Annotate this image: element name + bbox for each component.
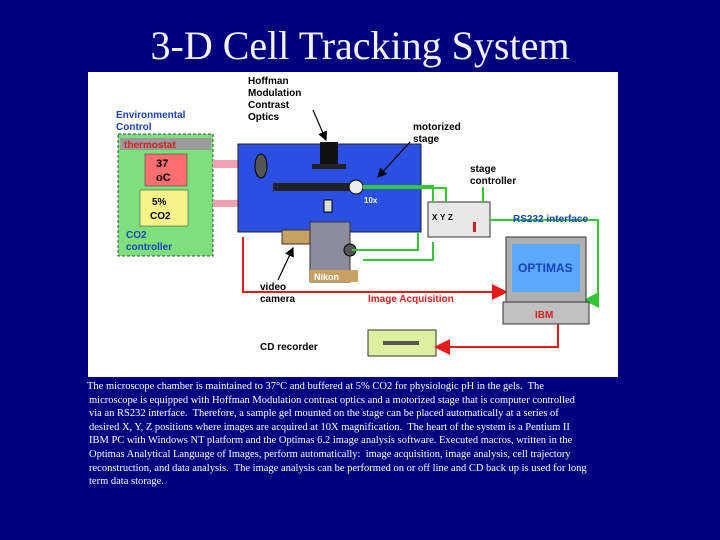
hoffman-label-3: Contrast [248,100,290,111]
cd-slot [383,341,419,345]
stage-controller-label-1: stage [470,164,497,175]
image-acquisition-line [242,237,508,300]
video-camera-label-1: video [260,282,286,293]
xyz-z: Z [448,213,453,222]
caption-line: microscope is equipped with Hoffman Modu… [89,394,575,406]
temperature-box [144,153,188,187]
caption-line: IBM PC with Windows NT platform and the … [89,435,573,447]
caption-line: via an RS232 interface. Therefore, a sam… [89,408,559,420]
hoffman-optic [320,142,338,164]
temperature-unit: oC [156,172,171,184]
rs232-line [490,219,599,308]
objective-lens [348,179,364,195]
stage-line-1 [363,185,434,202]
motorized-stage-arrow [377,141,411,178]
objective-label: 10x [364,196,378,205]
ibm-label: IBM [535,310,553,321]
system-diagram: thermostat 37 oC 5% CO2 CO2 controller E… [88,72,618,377]
pc-screen [512,244,580,292]
cd-line [434,324,559,355]
hoffman-label-4: Optics [248,112,280,123]
stage-controller-slot [473,222,476,232]
optimas-label: OPTIMAS [518,261,573,275]
heater-coil [254,153,268,179]
nikon-base [310,270,358,282]
environmental-label-2: Control [116,122,152,133]
video-camera-label-2: camera [260,294,295,305]
stage-bar [273,183,353,191]
co2-controller-label-1: CO2 [126,230,147,241]
co2-value: CO2 [150,211,171,222]
environmental-label-1: Environmental [116,110,186,121]
hoffman-arrow [312,109,328,142]
hoffman-label-2: Modulation [248,88,301,99]
xyz-y: Y [440,213,446,222]
rs232-label: RS232 interface [513,214,588,225]
motorized-stage-label-1: motorized [413,122,461,133]
slide-title: 3-D Cell Tracking System [150,23,570,68]
optic-base [312,164,346,169]
caption-line: desired X, Y, Z positions where images a… [89,421,570,433]
xyz-x: X [432,213,438,222]
cd-recorder-label: CD recorder [260,342,318,353]
caption: The microscope chamber is maintained to … [87,380,677,489]
hoffman-label-1: Hoffman [248,76,289,87]
video-camera-arrow [277,246,294,281]
caption-line: The microscope chamber is maintained to … [87,381,544,392]
co2-controller-label-2: controller [126,242,172,253]
camera-green-line [363,242,434,261]
caption-line: reconstruction, and data analysis. The i… [89,462,587,474]
caption-line: Optimas Analytical Language of Images, p… [89,448,571,460]
pc-base [502,301,590,325]
co2-percent: 5% [152,197,167,208]
caption-line: term data storage. [89,476,164,488]
temperature-value: 37 [156,158,168,170]
stage-line-2 [363,187,447,202]
thermostat-band [120,138,211,150]
image-acquisition-label: Image Acquisition [368,294,454,305]
diagram-canvas: thermostat 37 oC 5% CO2 CO2 controller E… [116,76,599,357]
nikon-label: Nikon [314,272,339,282]
video-camera-body [281,229,311,245]
temp-connector [213,160,258,168]
motorized-stage-label-2: stage [413,134,440,145]
sample-holder [323,199,333,213]
stage-controller-box [427,201,491,238]
stage-controller-label-2: controller [470,176,516,187]
thermostat-label: thermostat [124,140,176,151]
optics-line [352,232,419,251]
co2-box [139,189,189,227]
co2-connector [213,200,258,207]
